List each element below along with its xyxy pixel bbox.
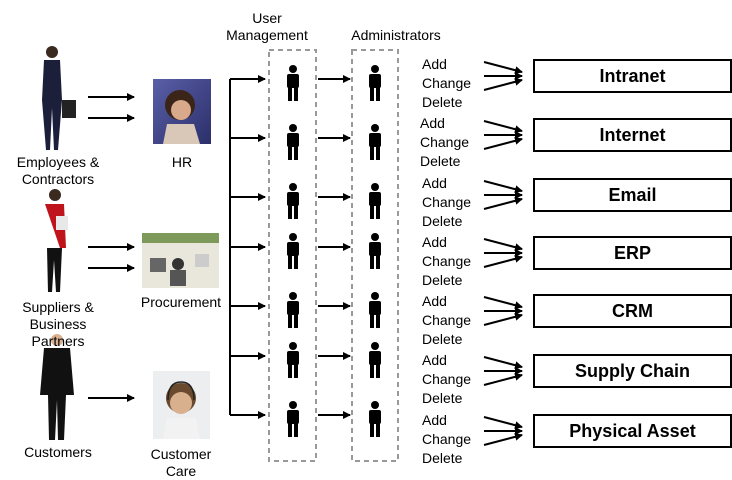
system-box-physical-asset: Physical Asset	[533, 414, 732, 448]
system-box-internet: Internet	[533, 118, 732, 152]
action-change: Change	[422, 431, 472, 447]
action-add: Add	[422, 352, 447, 368]
action-delete: Delete	[420, 153, 461, 169]
system-box-supply-chain: Supply Chain	[533, 354, 732, 388]
admin-icon	[369, 401, 381, 437]
person-icons	[287, 65, 381, 437]
action-change: Change	[422, 371, 472, 387]
user-icon	[287, 65, 299, 101]
hr-label: HR	[171, 154, 193, 170]
employee-person-image	[42, 46, 76, 150]
customer-care-label: Customer Care	[150, 446, 212, 479]
hr-photo	[153, 79, 211, 144]
admin-icon	[369, 342, 381, 378]
action-change: Change	[422, 194, 472, 210]
fanout-tree	[229, 75, 266, 419]
action-add: Add	[422, 293, 447, 309]
action-add: Add	[422, 56, 447, 72]
customer-care-photo	[153, 371, 210, 439]
user-icon	[287, 292, 299, 328]
system-label: Internet	[599, 124, 666, 145]
action-delete: Delete	[422, 390, 463, 406]
action-arrows	[483, 61, 523, 446]
action-change: Change	[422, 312, 472, 328]
action-change: Change	[420, 134, 470, 150]
action-delete: Delete	[422, 450, 463, 466]
admin-icon	[369, 124, 381, 160]
user-management-column	[268, 49, 317, 462]
user-icon	[287, 124, 299, 160]
action-delete: Delete	[422, 213, 463, 229]
mgmt-to-admin-arrows	[318, 75, 351, 419]
administrators-header: Administrators	[351, 27, 441, 43]
system-label: ERP	[613, 242, 651, 263]
suppliers-label: Suppliers & Business Partners	[22, 299, 94, 349]
user-icon	[287, 233, 299, 269]
system-box-erp: ERP	[533, 236, 732, 270]
user-icon	[287, 183, 299, 219]
admin-icon	[369, 233, 381, 269]
procurement-photo	[142, 233, 219, 288]
admin-icon	[369, 292, 381, 328]
system-label: CRM	[612, 300, 653, 321]
employees-label: Employees & Contractors	[16, 154, 100, 187]
supplier-person-image	[45, 189, 68, 292]
customer-person-image	[40, 334, 74, 440]
actor-arrows	[88, 93, 135, 402]
action-add: Add	[422, 234, 447, 250]
system-label: Physical Asset	[569, 420, 696, 441]
user-management-header: User Management	[226, 10, 308, 43]
action-delete: Delete	[422, 94, 463, 110]
customers-label: Customers	[24, 444, 92, 460]
action-add: Add	[420, 115, 445, 131]
system-label: Email	[608, 184, 657, 205]
admin-icon	[369, 183, 381, 219]
administrators-column	[351, 49, 399, 462]
action-delete: Delete	[422, 272, 463, 288]
system-box-crm: CRM	[533, 294, 732, 328]
action-add: Add	[422, 175, 447, 191]
system-label: Intranet	[599, 65, 666, 86]
system-box-email: Email	[533, 178, 732, 212]
procurement-label: Procurement	[140, 294, 222, 310]
user-icon	[287, 342, 299, 378]
action-delete: Delete	[422, 331, 463, 347]
action-change: Change	[422, 253, 472, 269]
action-change: Change	[422, 75, 472, 91]
user-icon	[287, 401, 299, 437]
admin-icon	[369, 65, 381, 101]
system-box-intranet: Intranet	[533, 59, 732, 93]
action-add: Add	[422, 412, 447, 428]
system-label: Supply Chain	[574, 360, 690, 381]
